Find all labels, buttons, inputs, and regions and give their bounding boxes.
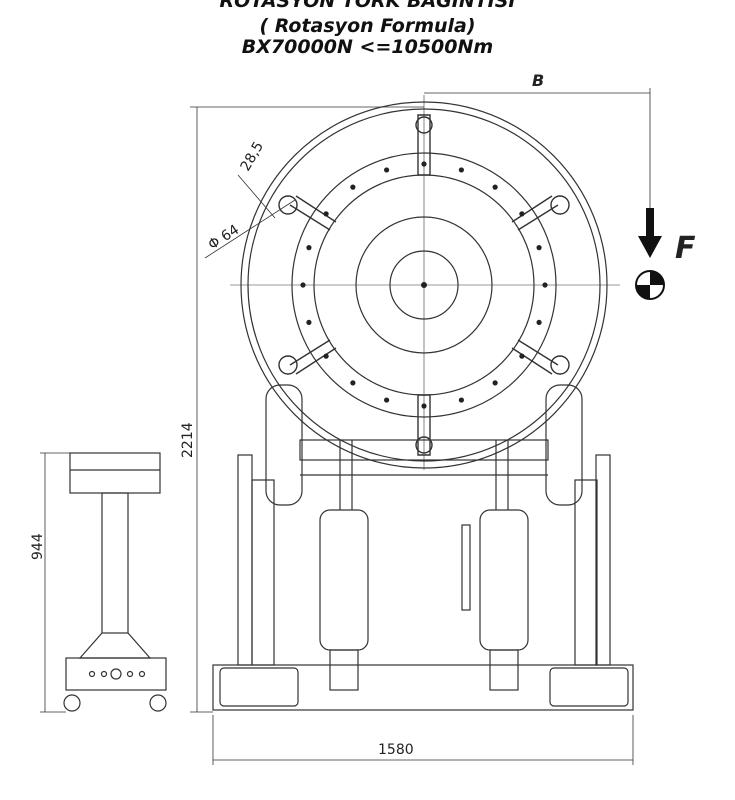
bolt-holes	[300, 161, 548, 409]
slot-width-label: 28,5	[238, 139, 267, 174]
bolt-hole	[300, 282, 306, 288]
bolt-hole	[350, 184, 356, 190]
title-line-1: ROTASYON TORK BAĞINTISI	[219, 0, 516, 12]
bolt-hole	[492, 184, 498, 190]
wheel-center	[421, 282, 427, 288]
bolt-hole	[384, 397, 390, 403]
bolt-hole	[458, 397, 464, 403]
bolt-hole	[542, 282, 548, 288]
hole-diameter-label: Φ 64	[205, 222, 242, 254]
bolt-hole	[519, 211, 525, 217]
bolt-hole	[323, 353, 329, 359]
bolt-hole	[306, 319, 312, 325]
stand-height-label: 944	[30, 533, 46, 560]
side-stand	[63, 452, 167, 712]
bolt-hole	[421, 161, 427, 167]
base-width-label: 1580	[378, 742, 414, 758]
bolt-hole	[536, 319, 542, 325]
bolt-hole	[492, 380, 498, 386]
force-label: F	[675, 231, 696, 266]
total-height-label: 2214	[180, 422, 196, 458]
bolt-hole	[350, 380, 356, 386]
dimension-lines	[40, 88, 651, 765]
bolt-hole	[323, 211, 329, 217]
title-line-3: BX70000N <=10500Nm	[241, 36, 494, 58]
bolt-hole	[421, 403, 427, 409]
bolt-hole	[384, 167, 390, 173]
bolt-hole	[306, 245, 312, 251]
bolt-hole	[519, 353, 525, 359]
bolt-hole	[536, 245, 542, 251]
wheel-slots	[278, 114, 570, 456]
b-dimension-label: B	[532, 71, 544, 90]
bolt-hole	[458, 167, 464, 173]
force-arrow-icon	[635, 208, 665, 300]
frame	[212, 384, 634, 711]
title-line-2: ( Rotasyon Formula)	[259, 15, 476, 37]
